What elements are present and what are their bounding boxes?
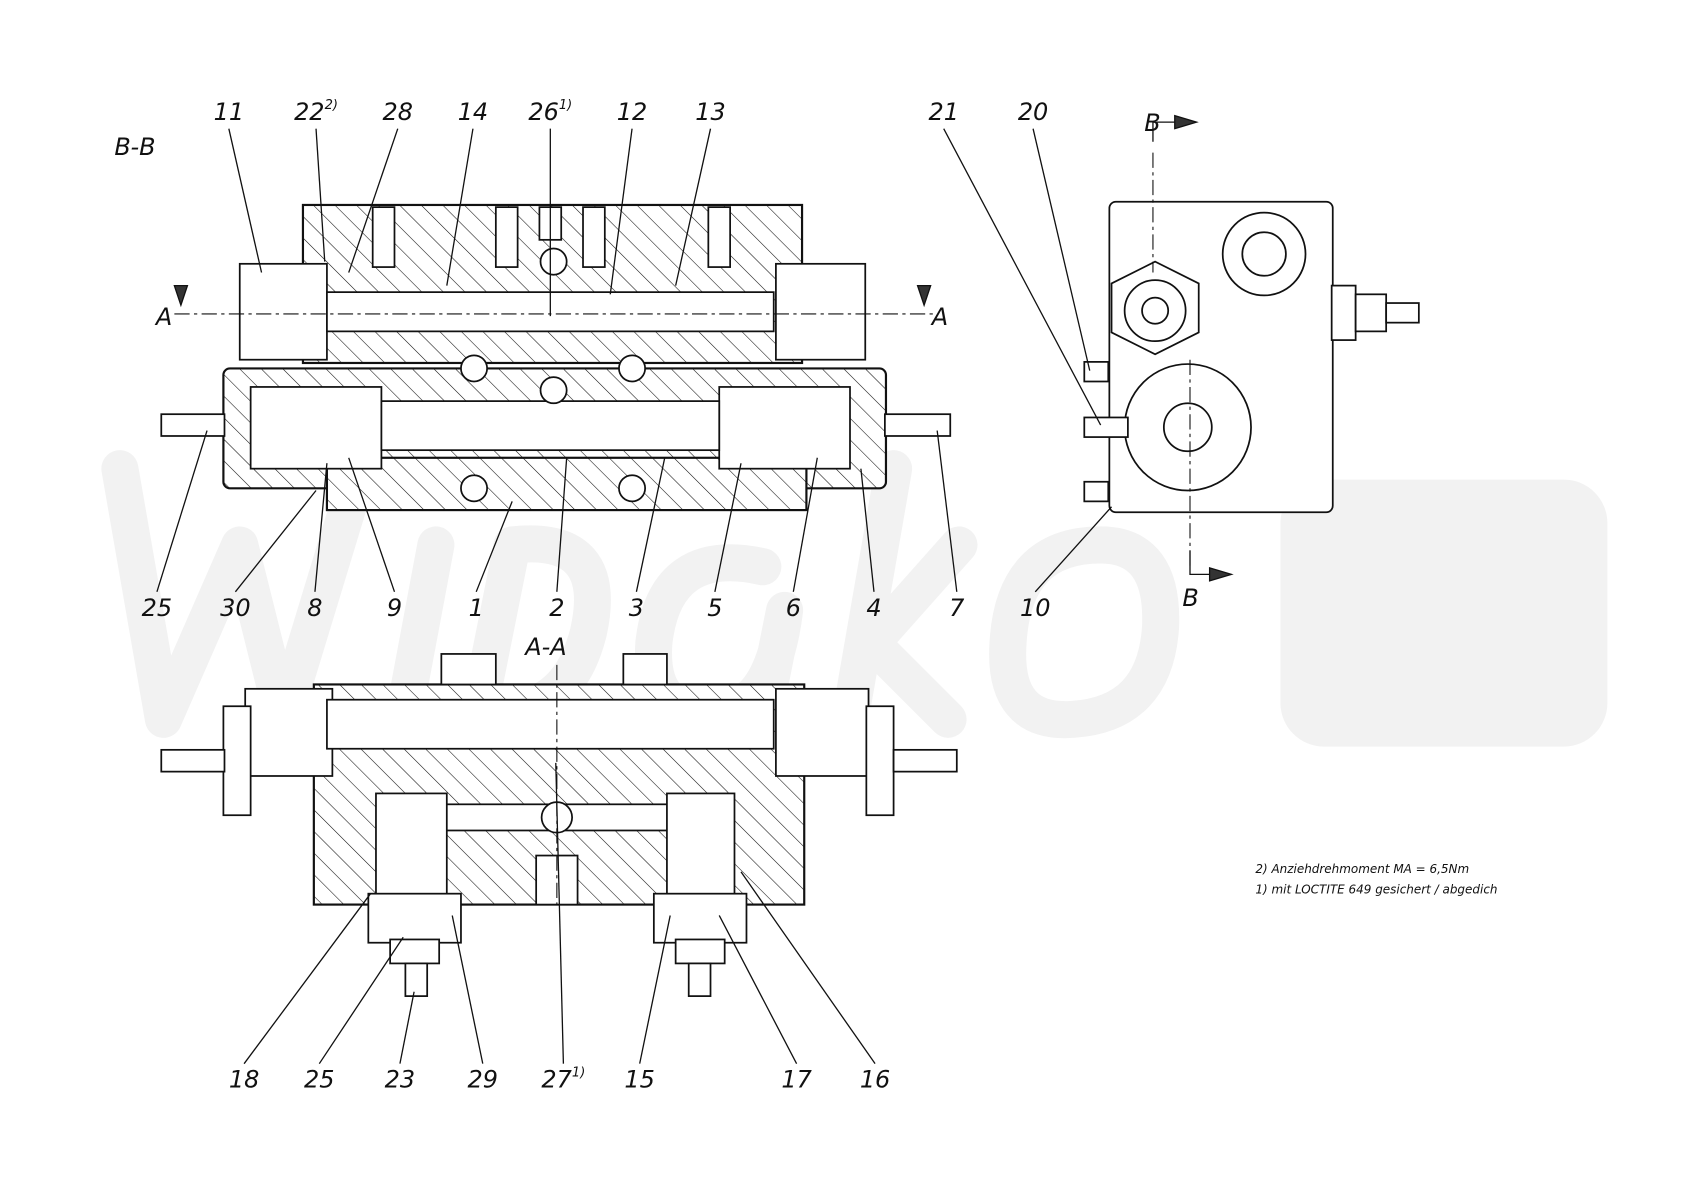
callout-14: 14: [458, 98, 489, 126]
side-view: [1083, 114, 1420, 582]
callout-30: 30: [220, 594, 251, 622]
leader-line-25: [156, 430, 208, 593]
leader-line-6: [792, 457, 818, 592]
callout-15: 15: [624, 1066, 655, 1094]
leader-line-22: [315, 128, 326, 262]
leader-line-30: [234, 490, 317, 593]
leader-line-17: [718, 915, 798, 1064]
callout-23: 23: [385, 1066, 416, 1094]
leader-line-3: [635, 457, 666, 592]
leader-line-2: [556, 457, 568, 592]
callout-10: 10: [1020, 594, 1051, 622]
leader-line-14: [446, 128, 474, 286]
callout-29: 29: [468, 1066, 499, 1094]
callout-3: 3: [629, 594, 644, 622]
callout-7: 7: [949, 594, 965, 622]
callout-footnote-ref: 1): [572, 1066, 585, 1081]
callout-2: 2: [549, 594, 564, 622]
callout-11: 11: [214, 98, 245, 126]
callout-12: 12: [617, 98, 648, 126]
leader-line-7: [936, 430, 958, 592]
callout-26: 261): [528, 98, 572, 126]
leader-line-15: [639, 915, 671, 1064]
section-bb-view: [160, 203, 952, 512]
callout-27: 271): [541, 1066, 585, 1094]
section-aa-title: A-A: [523, 633, 566, 661]
cut-b-bottom: B: [1182, 584, 1198, 612]
callout-8: 8: [307, 594, 322, 622]
leader-line-12: [609, 128, 633, 295]
callout-20: 20: [1018, 98, 1049, 126]
callout-25: 25: [142, 594, 173, 622]
leader-line-18: [243, 893, 372, 1065]
leader-line-10: [1034, 506, 1113, 593]
callout-footnote-ref: 1): [559, 98, 572, 113]
leader-line-13: [675, 128, 712, 286]
leader-line-28: [348, 128, 399, 273]
callout-21: 21: [928, 98, 958, 126]
callout-28: 28: [383, 98, 414, 126]
leader-line-8: [314, 463, 328, 592]
leader-line-23: [399, 991, 415, 1064]
callout-footnote-ref: 2): [325, 98, 338, 113]
leader-line-5: [714, 463, 742, 592]
section-bb-title: B-B: [114, 133, 155, 161]
leader-line-27: [555, 762, 565, 1064]
section-aa-view: [160, 653, 958, 997]
callout-18: 18: [229, 1066, 260, 1094]
leader-line-20: [1032, 128, 1091, 371]
leader-line-9: [348, 457, 396, 593]
callout-4: 4: [866, 594, 881, 622]
callout-5: 5: [707, 594, 722, 622]
leader-line-16: [740, 871, 876, 1065]
callout-1: 1: [469, 594, 484, 622]
callout-16: 16: [860, 1066, 891, 1094]
callout-25: 25: [304, 1066, 335, 1094]
leader-line-21: [943, 128, 1102, 426]
cut-b-top: B: [1144, 109, 1160, 137]
callout-9: 9: [387, 594, 402, 622]
cut-a-right: A: [930, 303, 948, 331]
leader-line-29: [451, 915, 484, 1064]
note-loctite: 1) mit LOCTITE 649 gesichert / abgedich: [1255, 883, 1497, 897]
callout-22: 222): [294, 98, 338, 126]
callout-6: 6: [786, 594, 801, 622]
leader-line-11: [228, 128, 263, 273]
callout-13: 13: [695, 98, 725, 126]
cut-a-left: A: [154, 303, 172, 331]
leader-line-1: [475, 501, 513, 593]
note-torque: 2) Anziehdrehmoment MA = 6,5Nm: [1255, 862, 1469, 876]
callout-17: 17: [781, 1066, 812, 1094]
cut-arrow-a-left: [173, 284, 189, 308]
leader-line-25: [318, 936, 404, 1065]
leader-line-4: [860, 468, 875, 592]
cut-arrow-a-right: [916, 284, 932, 308]
